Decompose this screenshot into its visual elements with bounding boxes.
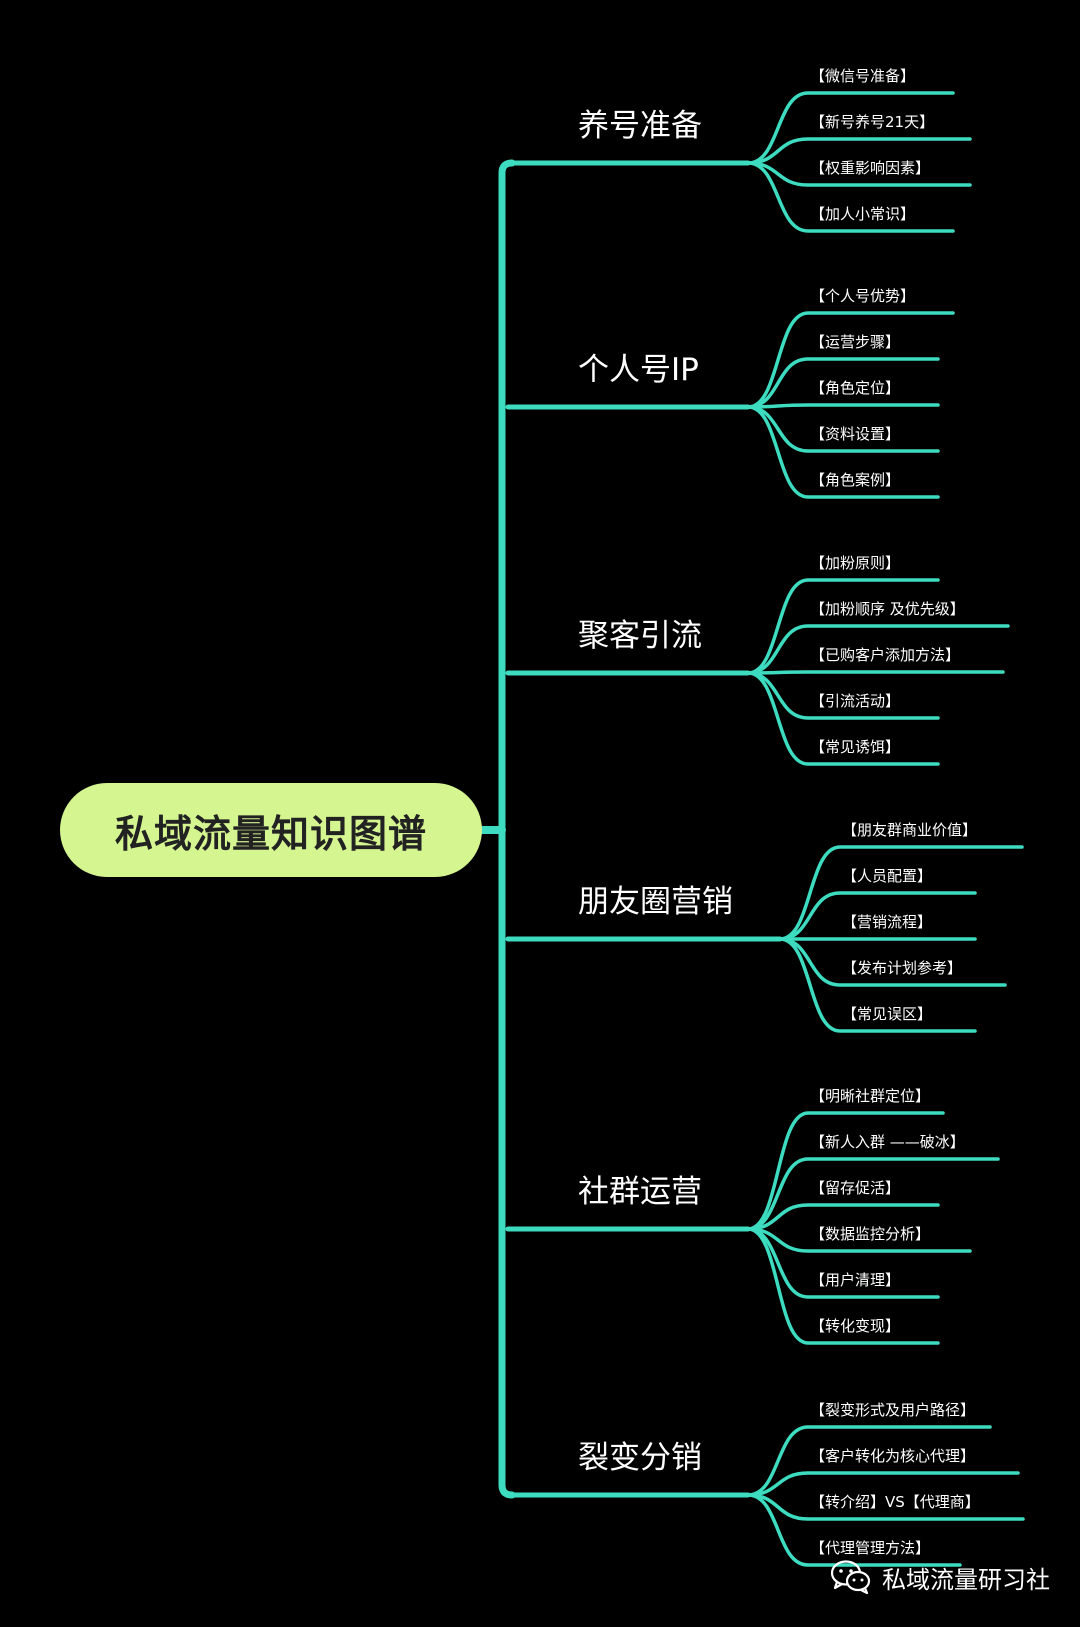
leaf-connector xyxy=(746,405,940,499)
leaf-connector xyxy=(778,845,1024,941)
leaf-connector xyxy=(746,311,955,409)
branch-label: 聚客引流 xyxy=(578,618,702,654)
branch-label: 裂变分销 xyxy=(578,1440,702,1476)
leaf-label: 【运营步骤】 xyxy=(810,333,901,351)
leaf-connector xyxy=(746,1425,992,1497)
leaf-connector xyxy=(746,357,940,409)
branch-label: 朋友圈营销 xyxy=(578,884,733,920)
leaf-label: 【权重影响因素】 xyxy=(810,159,931,177)
leaf-connector xyxy=(746,1471,1020,1497)
leaf-connector xyxy=(778,891,977,941)
leaf-label: 【人员配置】 xyxy=(842,867,933,885)
leaf-label: 【加粉顺序 及优先级】 xyxy=(810,600,965,618)
leaf-connector xyxy=(746,1493,962,1567)
wechat-icon xyxy=(830,1560,871,1595)
leaf-label: 【常见误区】 xyxy=(842,1005,933,1023)
leaf-label: 【角色案例】 xyxy=(810,471,901,489)
leaf-connector xyxy=(746,671,940,766)
leaf-connector xyxy=(746,624,1010,675)
leaf-label: 【角色定位】 xyxy=(810,379,901,397)
leaf-label: 【发布计划参考】 xyxy=(842,959,963,977)
leaf-label: 【用户清理】 xyxy=(810,1271,901,1289)
leaf-connector xyxy=(746,1111,945,1231)
leaf-connector xyxy=(746,670,1005,675)
leaf-label: 【裂变形式及用户路径】 xyxy=(810,1401,976,1419)
leaf-label: 【资料设置】 xyxy=(810,425,901,443)
leaf-label: 【已购客户添加方法】 xyxy=(810,646,961,664)
leaf-label: 【代理管理方法】 xyxy=(810,1539,931,1557)
branch-label: 社群运营 xyxy=(578,1174,702,1210)
watermark: 私域流量研习社 xyxy=(830,1559,1050,1595)
leaf-connector xyxy=(746,1227,940,1345)
leaf-label: 【数据监控分析】 xyxy=(810,1225,931,1243)
watermark-text: 私域流量研习社 xyxy=(882,1565,1050,1594)
leaf-label: 【常见诱饵】 xyxy=(810,738,901,756)
leaf-connector xyxy=(746,1157,1000,1231)
leaf-label: 【留存促活】 xyxy=(810,1179,901,1197)
leaf-label: 【客户转化为核心代理】 xyxy=(810,1447,976,1465)
leaf-connector xyxy=(746,161,955,233)
leaf-connector xyxy=(778,937,977,1033)
leaf-label: 【新号养号21天】 xyxy=(810,113,935,131)
leaf-connector xyxy=(746,403,940,409)
leaf-connector xyxy=(746,1203,940,1231)
branch-label: 个人号IP xyxy=(578,352,699,388)
leaf-label: 【微信号准备】 xyxy=(810,67,916,85)
branch-label: 养号准备 xyxy=(578,108,702,144)
root-label: 私域流量知识图谱 xyxy=(114,811,427,856)
leaf-label: 【朋友群商业价值】 xyxy=(842,821,978,839)
leaf-label: 【转化变现】 xyxy=(810,1317,901,1335)
leaf-label: 【个人号优势】 xyxy=(810,287,916,305)
leaf-label: 【新人入群 ——破冰】 xyxy=(810,1133,965,1151)
leaf-label: 【转介绍】VS【代理商】 xyxy=(810,1493,980,1511)
leaf-connector xyxy=(746,137,972,165)
leaf-connector xyxy=(746,91,955,165)
leaf-label: 【明晰社群定位】 xyxy=(810,1087,931,1105)
leaf-label: 【引流活动】 xyxy=(810,692,901,710)
root-node: 私域流量知识图谱 xyxy=(60,783,482,877)
leaf-label: 【加粉原则】 xyxy=(810,554,901,572)
leaf-label: 【营销流程】 xyxy=(842,913,933,931)
trunk-line xyxy=(498,159,516,1499)
leaf-label: 【加人小常识】 xyxy=(810,205,916,223)
leaf-connector xyxy=(746,578,940,675)
